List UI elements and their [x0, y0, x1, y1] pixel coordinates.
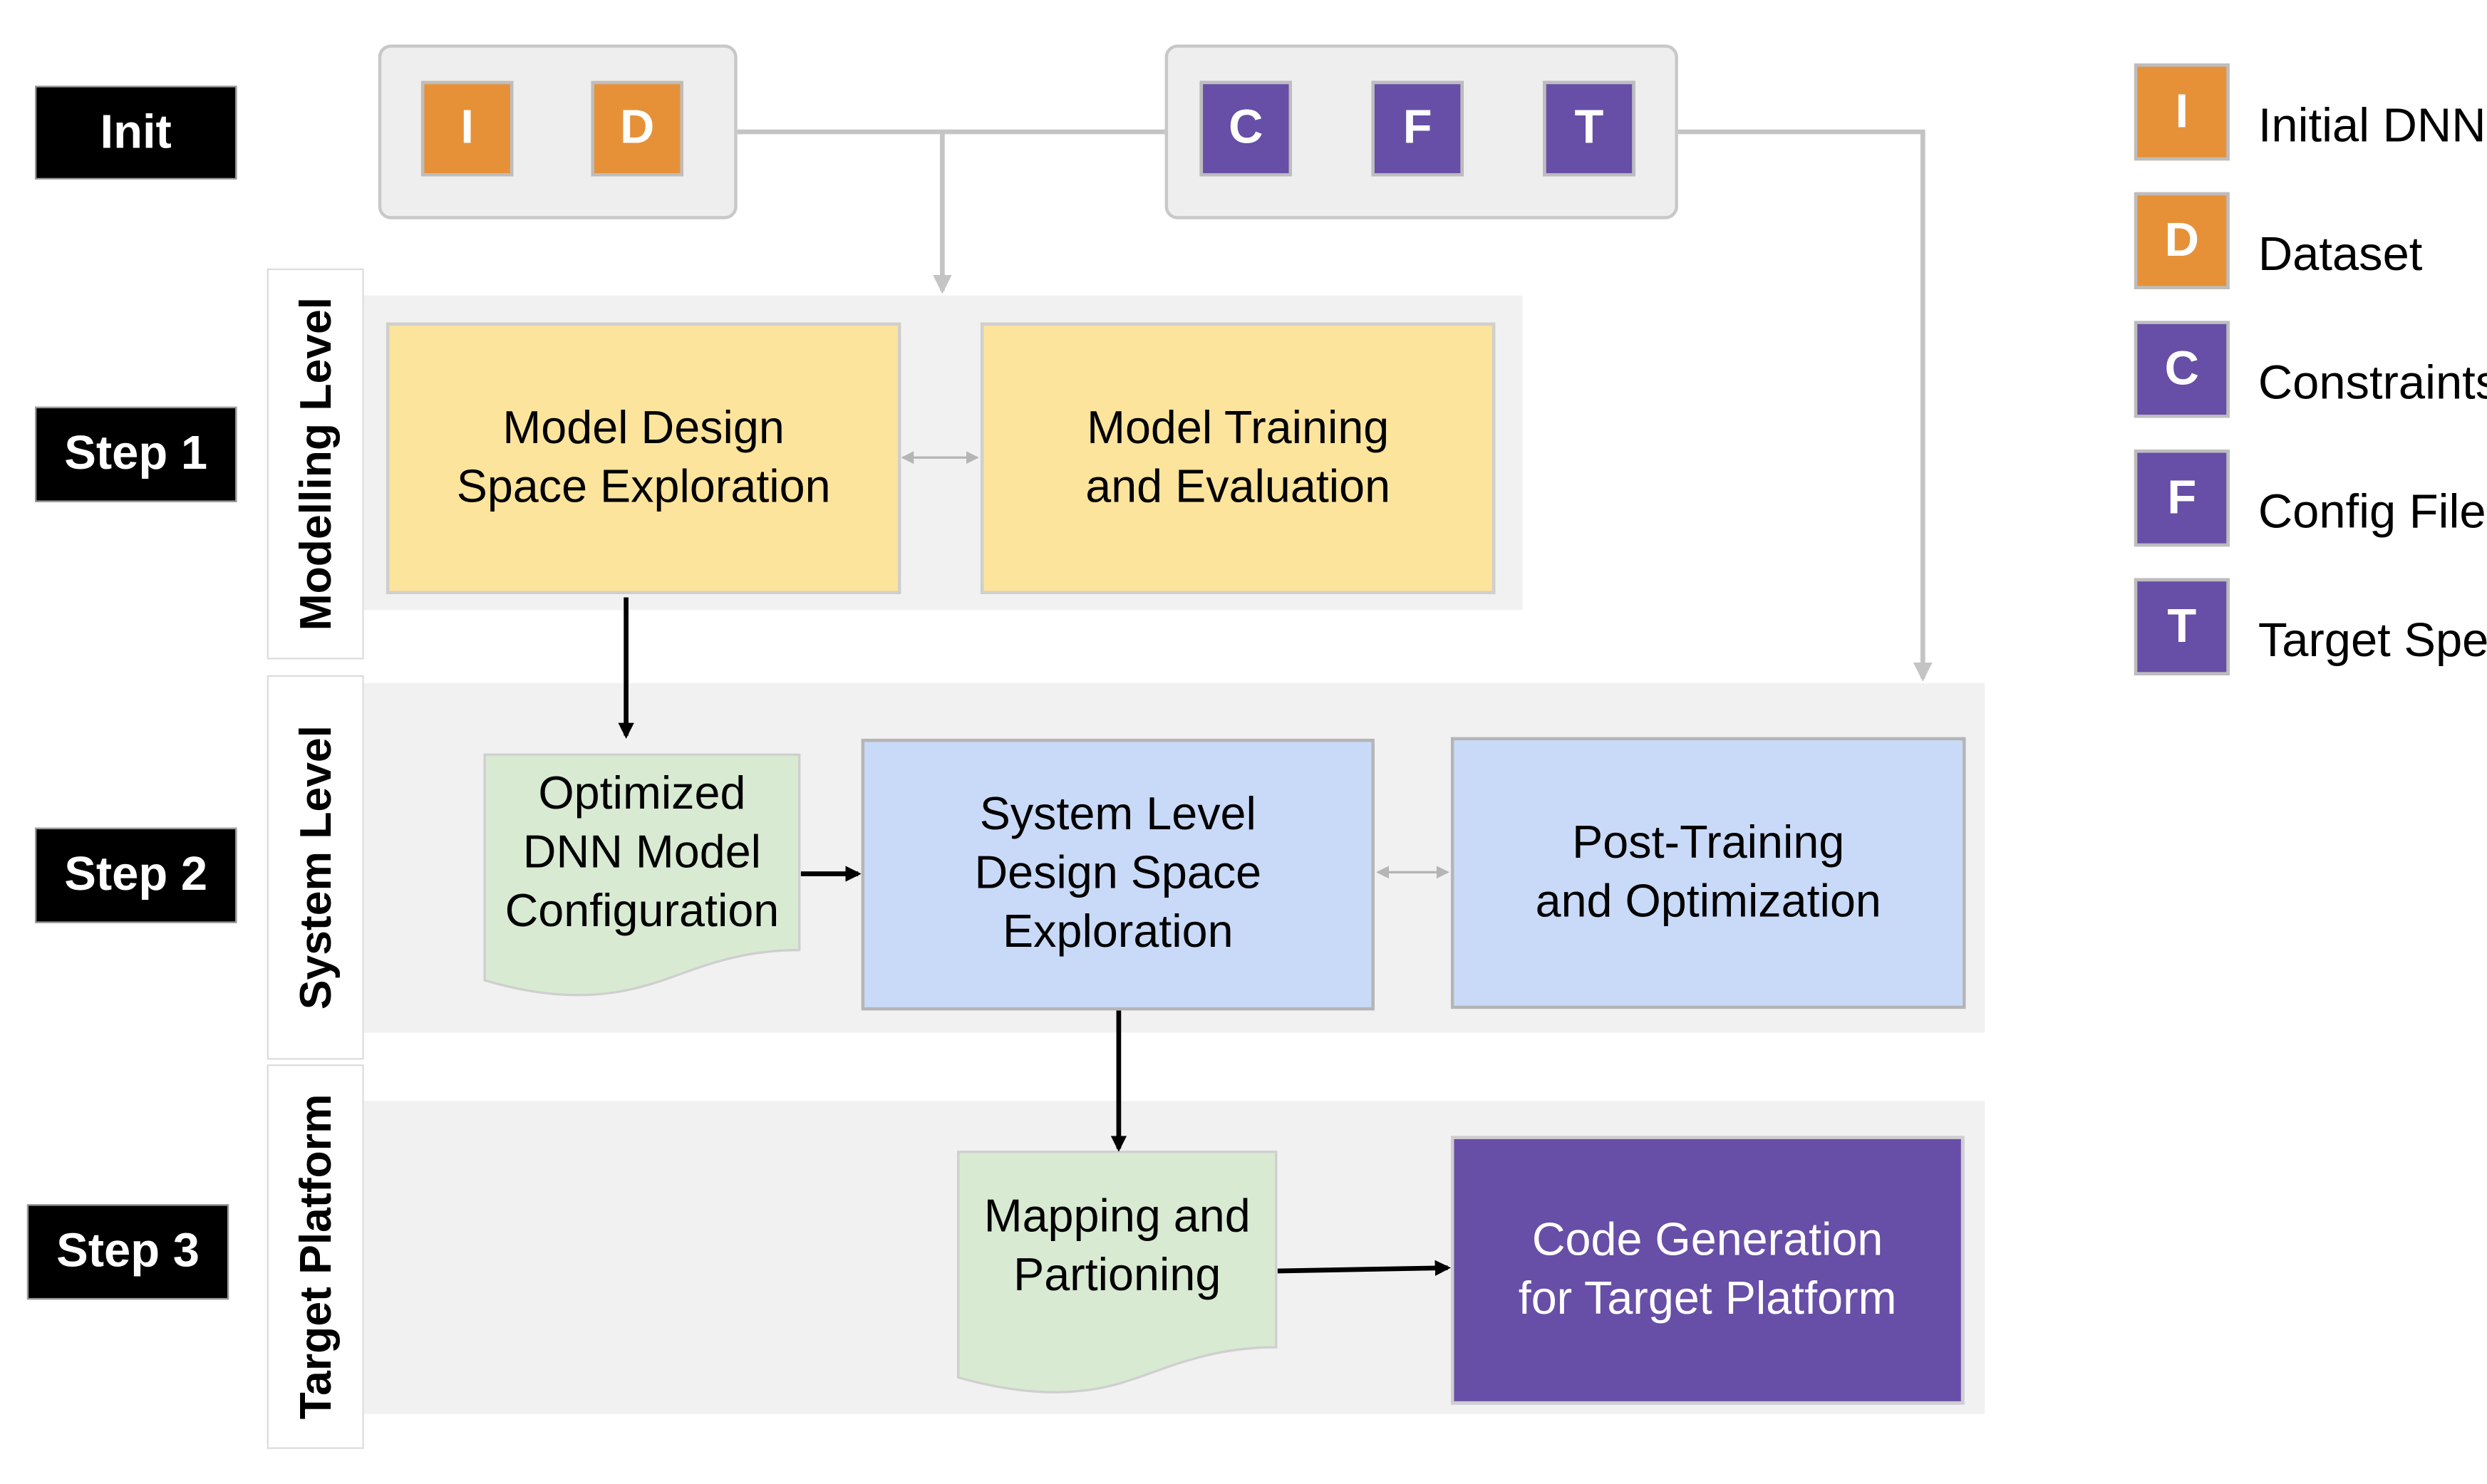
- doc-line: Partioning: [1013, 1250, 1221, 1302]
- model-design-space-exploration-box: Model Design Space Exploration: [386, 322, 901, 595]
- level-label-target: Target Platform: [267, 1064, 364, 1449]
- input-target-spec-icon: T: [1543, 81, 1635, 177]
- row-label-step3: Step 3: [26, 1204, 229, 1300]
- legend-constraints-icon: C: [2134, 321, 2230, 418]
- mapping-partitioning-doc: Mapping and Partioning: [958, 1158, 1276, 1337]
- input-dataset-icon: D: [591, 81, 683, 177]
- box-line: Model Training: [1087, 403, 1390, 454]
- box-line: Code Generation: [1531, 1214, 1883, 1266]
- box-line: Post-Training: [1572, 817, 1845, 868]
- legend-dataset-label: Dataset: [2258, 229, 2423, 281]
- post-training-optimization-box: Post-Training and Optimization: [1450, 737, 1966, 1010]
- input-config-file-icon: F: [1371, 81, 1464, 177]
- legend-initial-dnn-label: Initial DNN: [2258, 100, 2486, 153]
- legend-target-spec-icon: T: [2134, 578, 2230, 675]
- doc-line: Mapping and: [983, 1191, 1251, 1242]
- optimized-dnn-configuration-doc: Optimized DNN Model Configuration: [485, 759, 800, 947]
- code-generation-box: Code Generation for Target Platform: [1450, 1136, 1965, 1405]
- box-line: Model Design: [502, 403, 785, 454]
- level-label-system: System Level: [267, 675, 364, 1060]
- box-line: and Evaluation: [1085, 461, 1391, 513]
- doc-line: DNN Model: [522, 826, 762, 878]
- system-level-dse-box: System Level Design Space Exploration: [861, 738, 1375, 1011]
- row-label-step2: Step 2: [35, 827, 237, 923]
- legend-config-file-label: Config File: [2258, 486, 2486, 539]
- legend-initial-dnn-icon: I: [2134, 63, 2230, 161]
- box-line: for Target Platform: [1518, 1273, 1897, 1324]
- legend-config-file-icon: F: [2134, 450, 2230, 547]
- box-line: Exploration: [1003, 907, 1234, 958]
- input-constraints-icon: C: [1199, 81, 1292, 177]
- doc-line: Configuration: [505, 886, 780, 937]
- legend-constraints-label: Constraints: [2258, 357, 2487, 410]
- legend-target-spec-label: Target Spec: [2258, 615, 2487, 668]
- mapping-to-codegen-arrow: [1277, 1260, 1451, 1277]
- optimized-dnn-doc-shape: [483, 753, 801, 997]
- box-line: System Level: [979, 789, 1256, 841]
- legend-dataset-icon: D: [2134, 192, 2230, 289]
- row-label-init: Init: [35, 85, 237, 180]
- row-label-step1: Step 1: [35, 406, 237, 502]
- box-line: Space Exploration: [456, 461, 831, 513]
- input-initial-dnn-icon: I: [420, 81, 514, 177]
- init-to-step2-arrow: [1677, 129, 1933, 682]
- model-training-evaluation-box: Model Training and Evaluation: [980, 322, 1496, 595]
- box-line: Design Space: [974, 848, 1262, 900]
- box-line: and Optimization: [1535, 876, 1881, 928]
- doc-line: Optimized: [538, 768, 746, 819]
- level-label-modelling: Modelling Level: [267, 268, 364, 660]
- mapping-doc-shape: [957, 1151, 1278, 1394]
